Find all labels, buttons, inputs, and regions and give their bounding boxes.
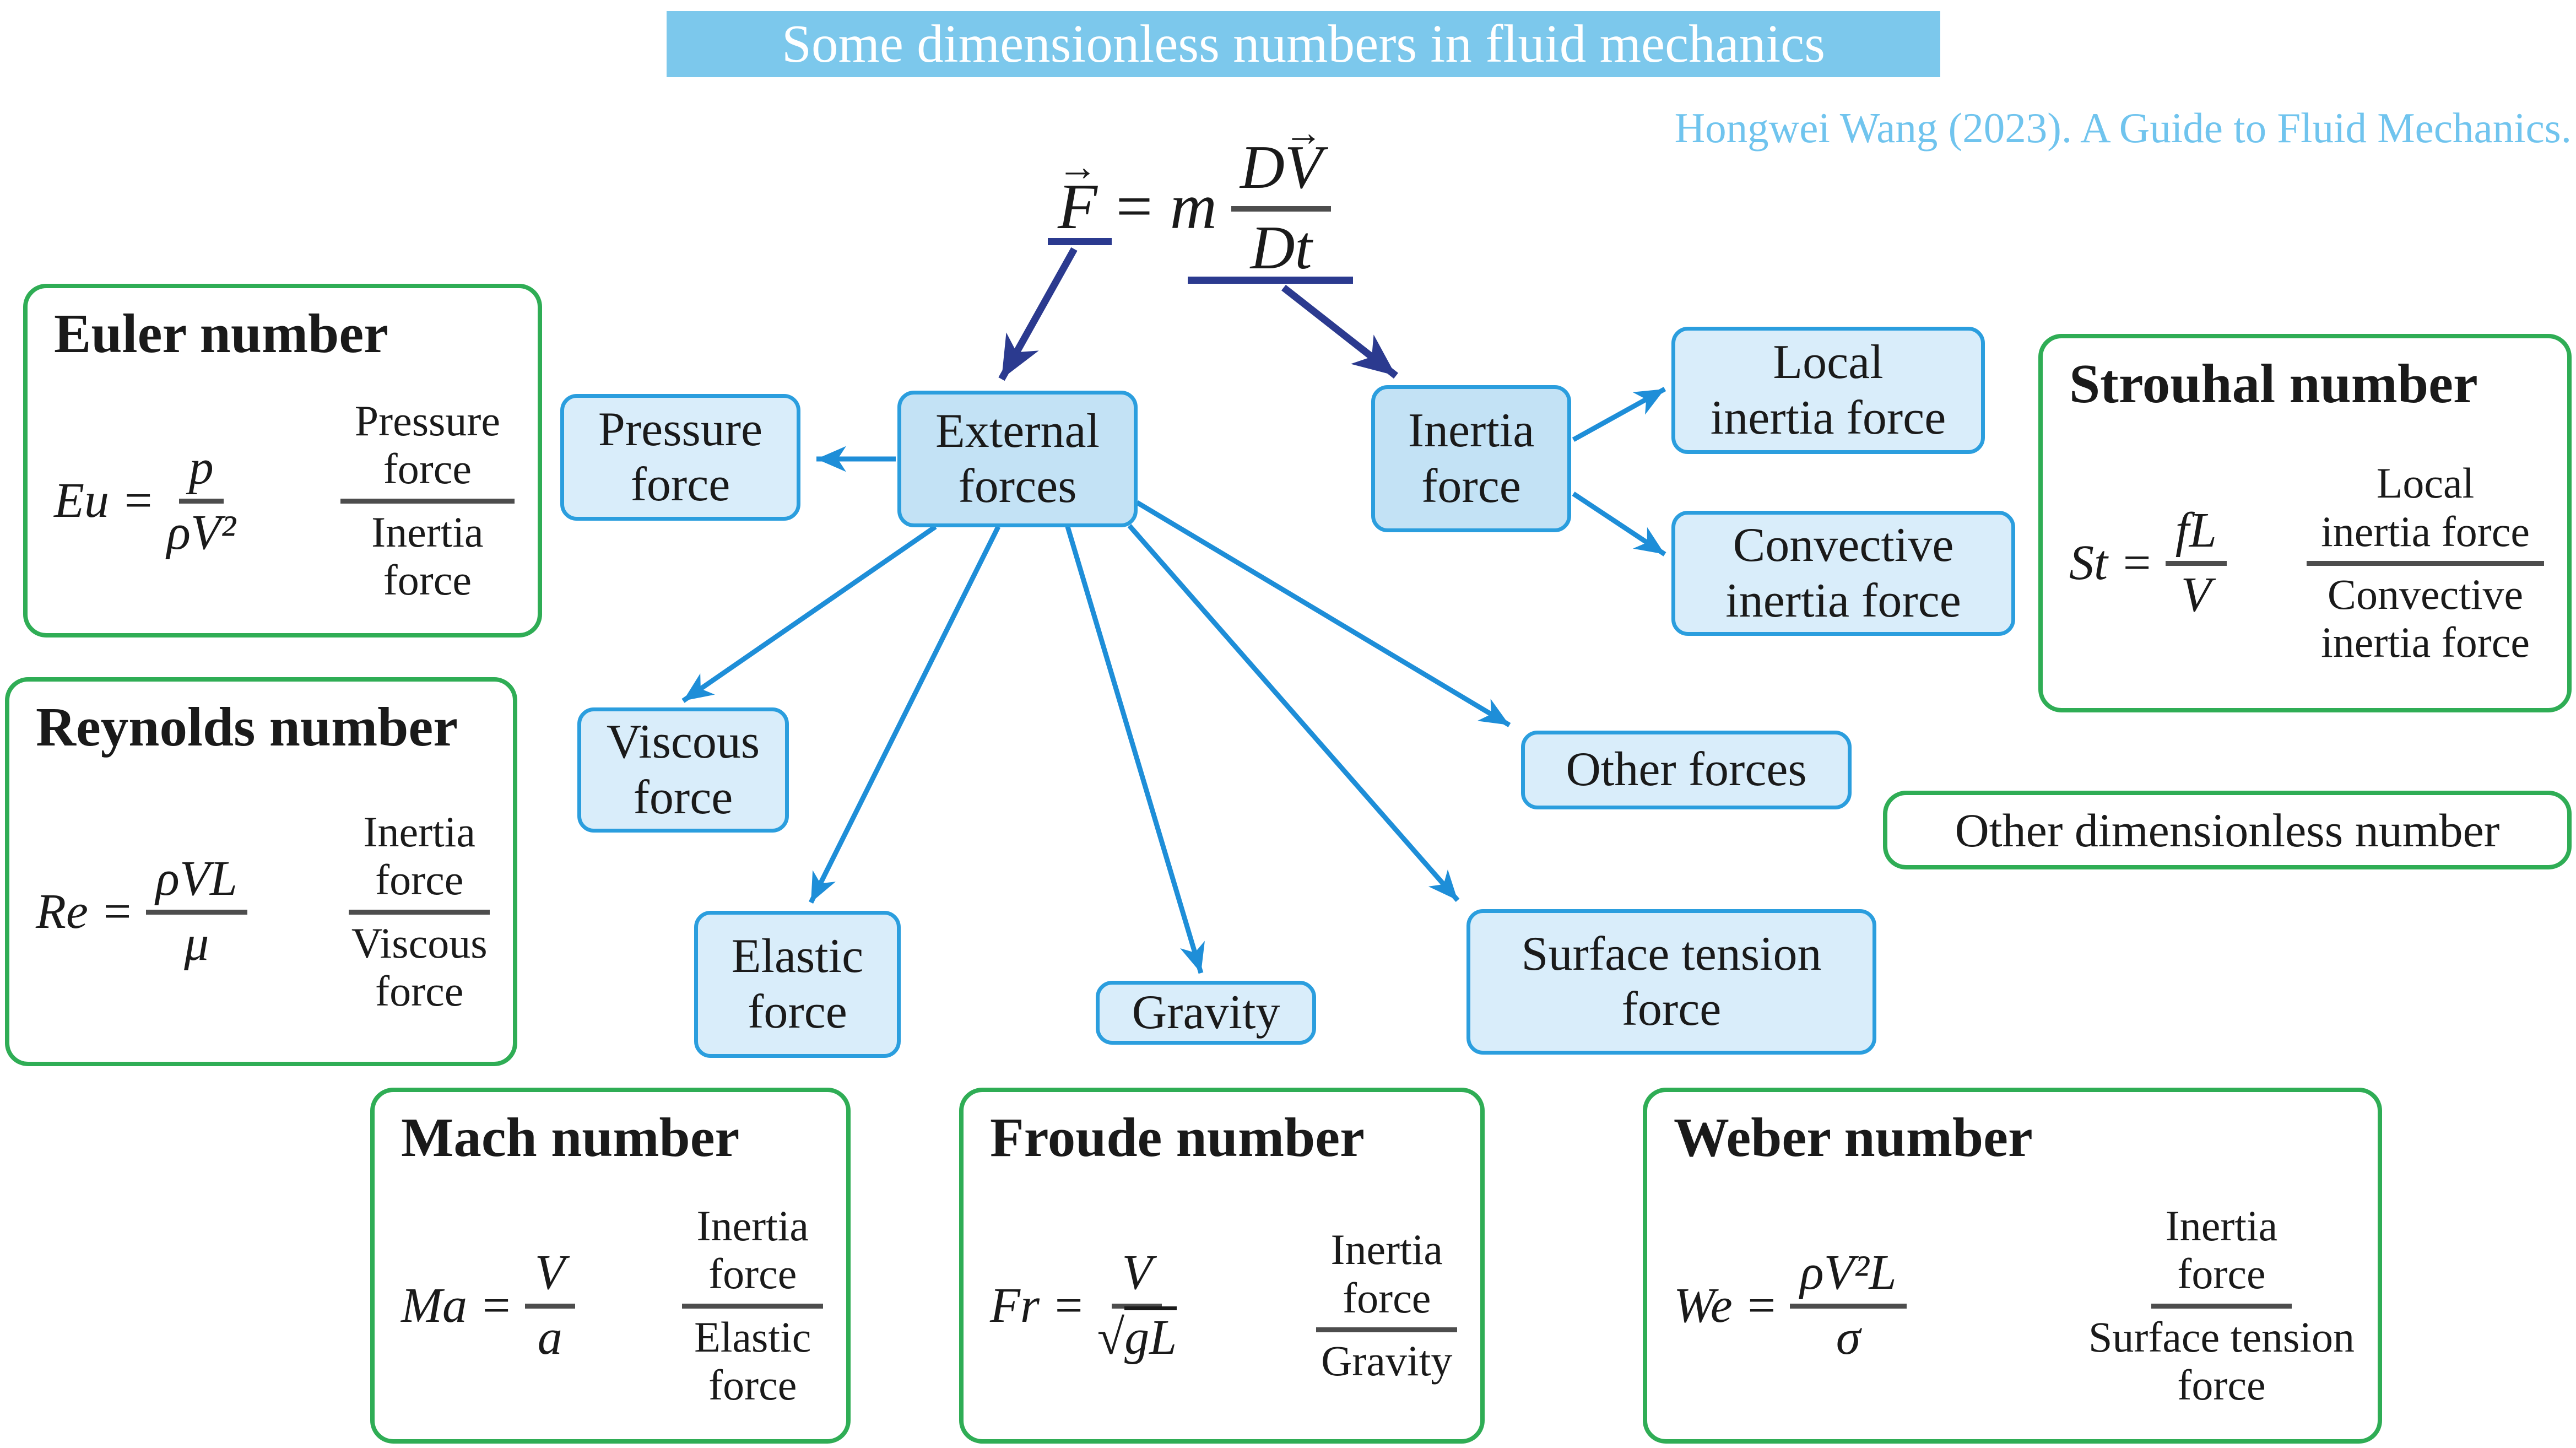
node-viscous-force: Viscous force <box>577 707 789 833</box>
underline-force-term <box>1048 238 1112 245</box>
arrow-inertia-to-local <box>1572 387 1666 442</box>
froude-force-ratio: Inertia force Gravity <box>1316 1225 1457 1385</box>
node-gravity: Gravity <box>1096 981 1316 1045</box>
underline-inertia-term <box>1188 277 1353 284</box>
vector-arrow-icon: → <box>1284 112 1323 155</box>
strouhal-force-ratio: Local inertia force Convective inertia f… <box>2307 459 2544 666</box>
node-pressure-force: Pressure force <box>560 394 800 521</box>
equals-sign: = <box>1112 170 1156 242</box>
reynolds-number-title: Reynolds number <box>36 696 458 758</box>
weber-number-title: Weber number <box>1674 1106 2033 1168</box>
arrow-external-to-surface <box>1127 524 1460 902</box>
node-other-forces: Other forces <box>1521 731 1852 809</box>
mach-number-title: Mach number <box>401 1106 740 1168</box>
euler-number-title: Euler number <box>54 302 388 364</box>
strouhal-number-title: Strouhal number <box>2069 353 2478 414</box>
froude-formula: Fr= V √gL <box>990 1245 1177 1365</box>
arrow-formula-to-inertia-force <box>1281 284 1399 379</box>
force-vector-symbol: →F <box>1057 144 1098 242</box>
node-external-forces: External forces <box>897 391 1138 527</box>
euler-force-ratio: Pressure force Inertia force <box>340 397 515 604</box>
arrow-external-to-elastic <box>808 525 1001 904</box>
node-inertia-force: Inertia force <box>1371 385 1571 532</box>
arrow-inertia-to-convective <box>1572 491 1666 556</box>
node-convective-inertia-force: Convective inertia force <box>1671 511 2015 636</box>
other-dimensionless-number-box: Other dimensionless number <box>1883 791 2572 869</box>
sqrt-icon: √ <box>1097 1310 1125 1365</box>
froude-number-title: Froude number <box>990 1106 1365 1168</box>
other-dimensionless-number-label: Other dimensionless number <box>1955 803 2500 857</box>
citation-text: Hongwei Wang (2023). A Guide to Fluid Me… <box>1674 104 2572 152</box>
node-surface-tension-force: Surface tension force <box>1466 909 1876 1055</box>
arrow-external-to-gravity <box>1065 526 1205 974</box>
mach-force-ratio: Inertia force Elastic force <box>682 1202 823 1409</box>
mass-symbol: m <box>1170 170 1217 242</box>
node-elastic-force: Elastic force <box>694 911 901 1058</box>
arrow-external-to-other-forces <box>1135 500 1511 727</box>
newton-second-law-formula: →F = m D→V Dt <box>1057 114 1332 280</box>
page-title: Some dimensionless numbers in fluid mech… <box>667 11 1940 77</box>
node-local-inertia-force: Local inertia force <box>1671 327 1985 454</box>
vector-arrow-icon: → <box>1057 144 1098 189</box>
arrow-external-to-viscous <box>681 525 937 703</box>
froude-number-box: Froude number Fr= V √gL Inertia force Gr… <box>959 1088 1485 1444</box>
weber-force-ratio: Inertia force Surface tension force <box>2088 1201 2355 1409</box>
reynolds-force-ratio: Inertia force Viscous force <box>349 808 490 1015</box>
material-derivative-fraction: D→V Dt <box>1231 114 1332 280</box>
